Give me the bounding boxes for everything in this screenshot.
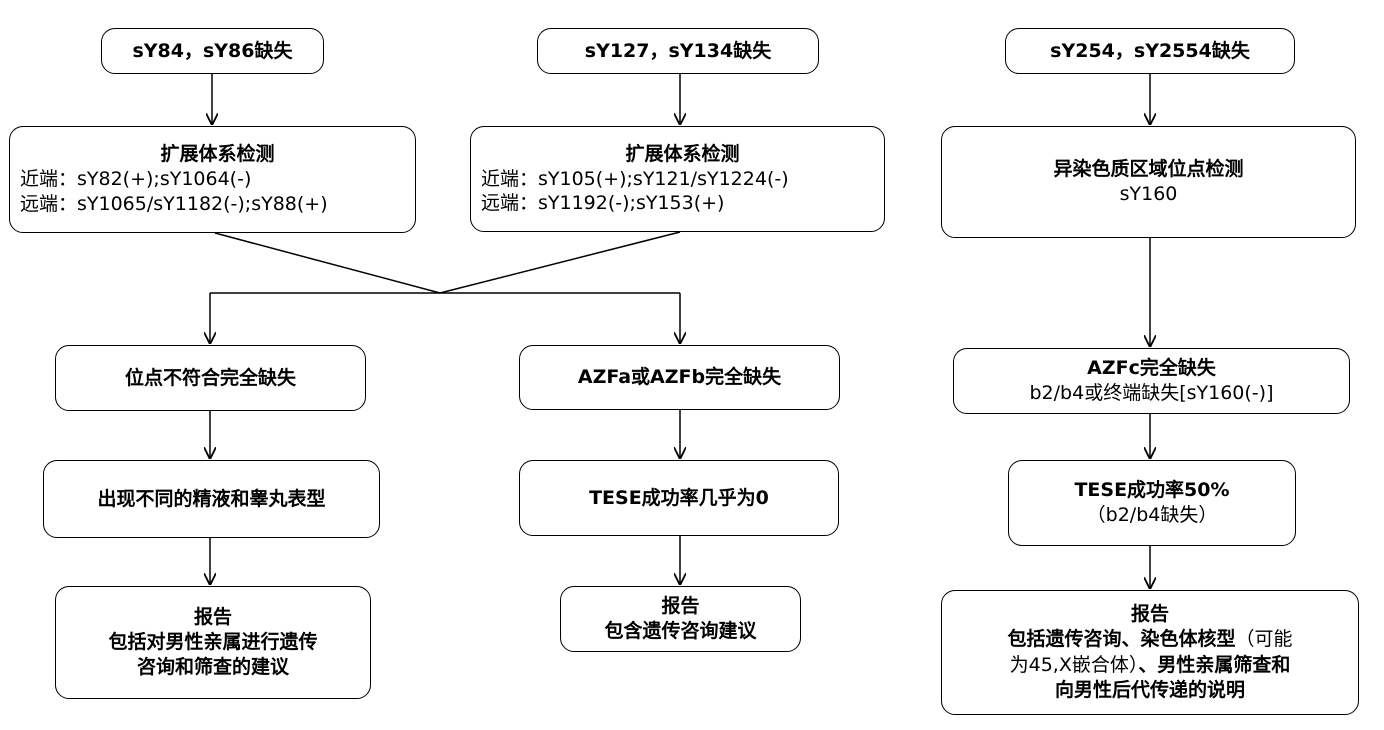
report-line: 咨询和筛查的建议 <box>136 655 289 678</box>
node-report-3: 报告 包括遗传咨询、染色体核型（可能 为45,X嵌合体）、男性亲属筛查和 向男性… <box>941 590 1359 715</box>
report-line: 包括对男性亲属进行遗传 <box>108 631 318 654</box>
node-report-1: 报告 包括对男性亲属进行遗传 咨询和筛查的建议 <box>55 586 371 699</box>
node-text: 位点不符合完全缺失 <box>124 366 296 389</box>
node-heterochromatin-detection: 异染色质区域位点检测 sY160 <box>941 126 1356 238</box>
node-title: 扩展体系检测 <box>625 142 740 165</box>
proximal-sites: 近端：sY82(+);sY1064(-) <box>20 168 252 191</box>
node-text: 出现不同的精液和睾丸表型 <box>97 487 326 510</box>
node-title: 扩展体系检测 <box>160 143 275 166</box>
node-text: sY127，sY134缺失 <box>584 39 772 62</box>
report-title: 报告 <box>661 595 700 618</box>
node-tese-success-near-zero: TESE成功率几乎为0 <box>519 460 839 536</box>
node-report-2: 报告 包含遗传咨询建议 <box>560 586 801 652</box>
distal-sites: 远端：sY1192(-);sY153(+) <box>481 192 725 215</box>
node-text: sY84，sY86缺失 <box>132 39 293 62</box>
node-title: TESE成功率50% <box>1074 479 1230 502</box>
node-text: sY254，sY2554缺失 <box>1050 39 1250 62</box>
node-sites-not-complete-deletion: 位点不符合完全缺失 <box>55 345 366 411</box>
report-title: 报告 <box>193 606 232 629</box>
node-different-phenotypes: 出现不同的精液和睾丸表型 <box>43 460 380 538</box>
report-bold-text: 包括遗传咨询、染色体核型 <box>1007 628 1236 651</box>
node-title: AZFc完全缺失 <box>1087 357 1216 380</box>
node-expanded-detection-1: 扩展体系检测 近端：sY82(+);sY1064(-) 远端：sY1065/sY… <box>9 126 416 233</box>
node-azfc-complete-deletion: AZFc完全缺失 b2/b4或终端缺失[sY160(-)] <box>953 348 1350 414</box>
merge-line-right <box>439 231 681 294</box>
report-title: 报告 <box>1130 603 1169 626</box>
site-label: sY160 <box>1119 183 1178 205</box>
report-bold-text: 、男性亲属筛查和 <box>1138 653 1291 676</box>
report-normal-text: （可能 <box>1235 628 1293 651</box>
node-title: 异染色质区域位点检测 <box>1053 158 1244 181</box>
node-subtitle: （b2/b4缺失） <box>1086 504 1218 526</box>
node-text: TESE成功率几乎为0 <box>589 486 769 509</box>
report-normal-text: 为45,X嵌合体） <box>1009 653 1139 676</box>
node-sy84-sy86-deletion: sY84，sY86缺失 <box>101 28 324 74</box>
node-sy127-sy134-deletion: sY127，sY134缺失 <box>537 28 819 74</box>
distal-sites: 远端：sY1065/sY1182(-);sY88(+) <box>20 192 328 215</box>
node-sy254-sy2554-deletion: sY254，sY2554缺失 <box>1005 28 1295 74</box>
node-tese-success-50: TESE成功率50% （b2/b4缺失） <box>1008 460 1296 546</box>
report-line: 包括遗传咨询、染色体核型（可能 <box>1007 627 1292 652</box>
node-expanded-detection-2: 扩展体系检测 近端：sY105(+);sY121/sY1224(-) 远端：sY… <box>470 126 885 232</box>
node-text: AZFa或AZFb完全缺失 <box>577 366 782 389</box>
node-subtitle: b2/b4或终端缺失[sY160(-)] <box>1029 382 1274 404</box>
proximal-sites: 近端：sY105(+);sY121/sY1224(-) <box>481 167 789 190</box>
merge-line-left <box>214 232 441 294</box>
report-line: 为45,X嵌合体）、男性亲属筛查和 <box>1010 653 1291 678</box>
node-azfa-azfb-complete-deletion: AZFa或AZFb完全缺失 <box>519 345 840 410</box>
report-line: 包含遗传咨询建议 <box>604 620 757 642</box>
report-line: 向男性后代传递的说明 <box>1054 678 1245 701</box>
